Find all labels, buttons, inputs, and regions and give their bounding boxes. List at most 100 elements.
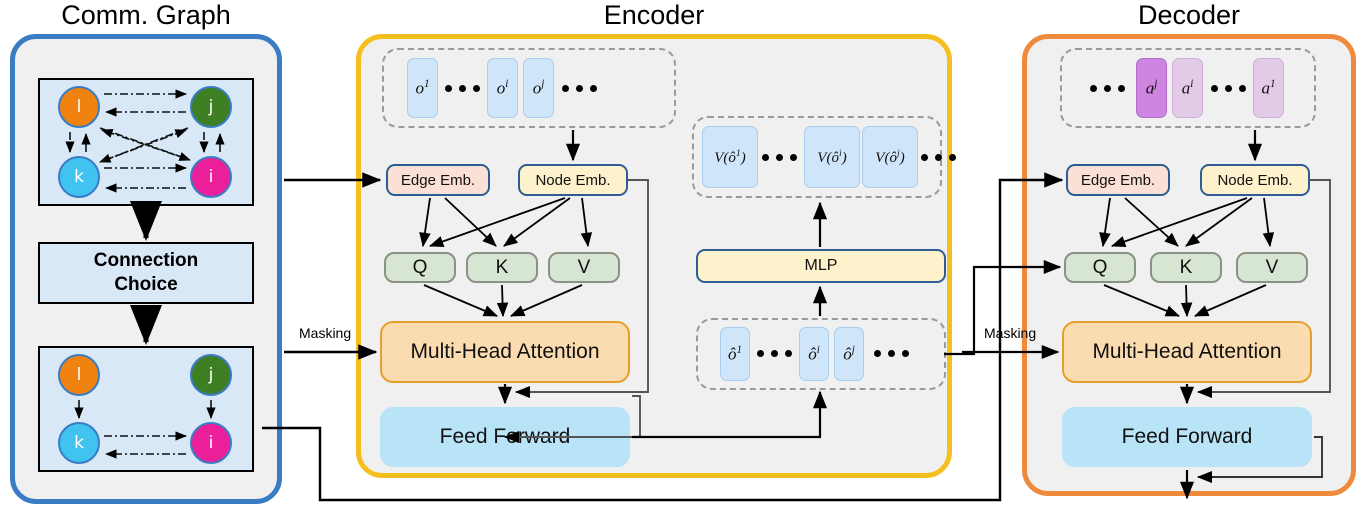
- graph-node-label: i: [208, 433, 214, 453]
- graph-node-label: l: [76, 97, 82, 117]
- token-superscript: j: [541, 77, 545, 90]
- token-superscript: 1: [736, 343, 743, 356]
- connection-choice-line2: Choice: [114, 274, 178, 295]
- obs-token-dots-1: [757, 350, 792, 357]
- decoder-q-block: Q: [1064, 252, 1136, 283]
- obs-token-dots-2: [874, 350, 909, 357]
- token-label: aj: [1145, 77, 1158, 98]
- token-superscript: i: [816, 343, 820, 356]
- decoder-feed-forward-block: Feed Forward: [1062, 407, 1312, 467]
- value-token-dots-2: [921, 154, 956, 161]
- encoder-token-o1: o1: [407, 58, 438, 118]
- block-label: Feed Forward: [1121, 425, 1253, 448]
- encoder-node-emb-block: Node Emb.: [518, 164, 628, 196]
- graph-node-k-top: k: [58, 156, 100, 198]
- graph-node-l-bottom: l: [58, 354, 100, 396]
- encoder-token-dots-2: [562, 85, 597, 92]
- decoder-token-a1: a1: [1253, 58, 1284, 118]
- graph-node-label: i: [208, 167, 214, 187]
- encoder-token-oj: oj: [523, 58, 554, 118]
- panel-title-encoder: Encoder: [603, 0, 705, 30]
- graph-node-k-bottom: k: [58, 422, 100, 464]
- token-label: oi: [496, 77, 509, 98]
- value-token-v-o1: V(ô1): [702, 126, 758, 188]
- encoder-edge-emb-block: Edge Emb.: [386, 164, 490, 196]
- connection-choice-box: Connection Choice: [38, 242, 254, 304]
- decoder-input-token-group: [1060, 48, 1316, 128]
- block-label: Edge Emb.: [400, 171, 476, 189]
- graph-node-label: j: [208, 365, 214, 385]
- token-label: ôj: [843, 343, 855, 364]
- block-label: MLP: [804, 257, 838, 274]
- graph-node-j-top: j: [190, 86, 232, 128]
- block-label: K: [495, 256, 509, 278]
- token-label: ôi: [808, 343, 820, 364]
- encoder-v-block: V: [548, 252, 620, 283]
- block-label: Node Emb.: [1217, 171, 1293, 189]
- token-label: V(ôi): [817, 147, 847, 166]
- graph-node-label: k: [74, 167, 84, 187]
- token-superscript: j: [896, 147, 900, 159]
- decoder-k-block: K: [1150, 252, 1222, 283]
- block-label: Feed Forward: [439, 425, 571, 448]
- decoder-node-emb-block: Node Emb.: [1200, 164, 1310, 196]
- block-label: V: [1265, 256, 1279, 278]
- graph-node-label: k: [74, 433, 84, 453]
- block-label: Multi-Head Attention: [410, 340, 600, 363]
- graph-node-j-bottom: j: [190, 354, 232, 396]
- decoder-token-aj: aj: [1136, 58, 1167, 118]
- token-label: V(ô1): [714, 147, 746, 166]
- block-label: Node Emb.: [535, 171, 611, 189]
- token-label: ai: [1181, 77, 1194, 98]
- block-label: Multi-Head Attention: [1092, 340, 1282, 363]
- token-label: a1: [1261, 77, 1276, 98]
- encoder-feed-forward-block: Feed Forward: [380, 407, 630, 467]
- graph-node-label: l: [76, 365, 82, 385]
- encoder-k-block: K: [466, 252, 538, 283]
- encoder-token-dots-1: [445, 85, 480, 92]
- panel-title-decoder: Decoder: [1137, 0, 1241, 30]
- encoder-multi-head-attention-block: Multi-Head Attention: [380, 321, 630, 383]
- token-superscript: j: [1154, 77, 1158, 90]
- encoder-masking-label: Masking: [299, 325, 352, 341]
- obs-token-o1: ô1: [720, 327, 750, 381]
- block-label: Q: [1092, 256, 1108, 278]
- token-superscript: i: [505, 77, 509, 90]
- encoder-token-oi: oi: [487, 58, 518, 118]
- decoder-masking-label: Masking: [984, 325, 1037, 341]
- token-superscript: 1: [1269, 77, 1276, 90]
- mlp-block: MLP: [696, 249, 946, 283]
- decoder-token-dots-2: [1211, 85, 1246, 92]
- value-token-v-oj: V(ôj): [862, 126, 918, 188]
- graph-node-label: j: [208, 97, 214, 117]
- obs-token-oj: ôj: [834, 327, 864, 381]
- decoder-v-block: V: [1236, 252, 1308, 283]
- graph-node-i-bottom: i: [190, 422, 232, 464]
- value-token-dots-1: [762, 154, 797, 161]
- encoder-input-token-group: [382, 48, 676, 128]
- token-superscript: j: [851, 343, 855, 356]
- connection-choice-line1: Connection: [93, 250, 199, 272]
- token-superscript: 1: [735, 147, 741, 159]
- token-label: V(ôj): [875, 147, 905, 166]
- token-label: oj: [532, 77, 545, 98]
- block-label: Q: [412, 256, 428, 278]
- decoder-token-dots-1: [1090, 85, 1125, 92]
- value-token-v-oi: V(ôi): [804, 126, 860, 188]
- token-superscript: i: [1190, 77, 1194, 90]
- token-label: ô1: [727, 343, 743, 364]
- encoder-q-block: Q: [384, 252, 456, 283]
- decoder-multi-head-attention-block: Multi-Head Attention: [1062, 321, 1312, 383]
- token-label: o1: [415, 77, 430, 98]
- block-label: V: [577, 256, 591, 278]
- graph-node-l-top: l: [58, 86, 100, 128]
- block-label: Edge Emb.: [1080, 171, 1156, 189]
- obs-token-oi: ôi: [799, 327, 829, 381]
- decoder-edge-emb-block: Edge Emb.: [1066, 164, 1170, 196]
- token-superscript: 1: [423, 77, 430, 90]
- token-superscript: i: [838, 147, 842, 159]
- block-label: K: [1179, 256, 1193, 278]
- graph-node-i-top: i: [190, 156, 232, 198]
- panel-title-comm-graph: Comm. Graph: [61, 0, 231, 30]
